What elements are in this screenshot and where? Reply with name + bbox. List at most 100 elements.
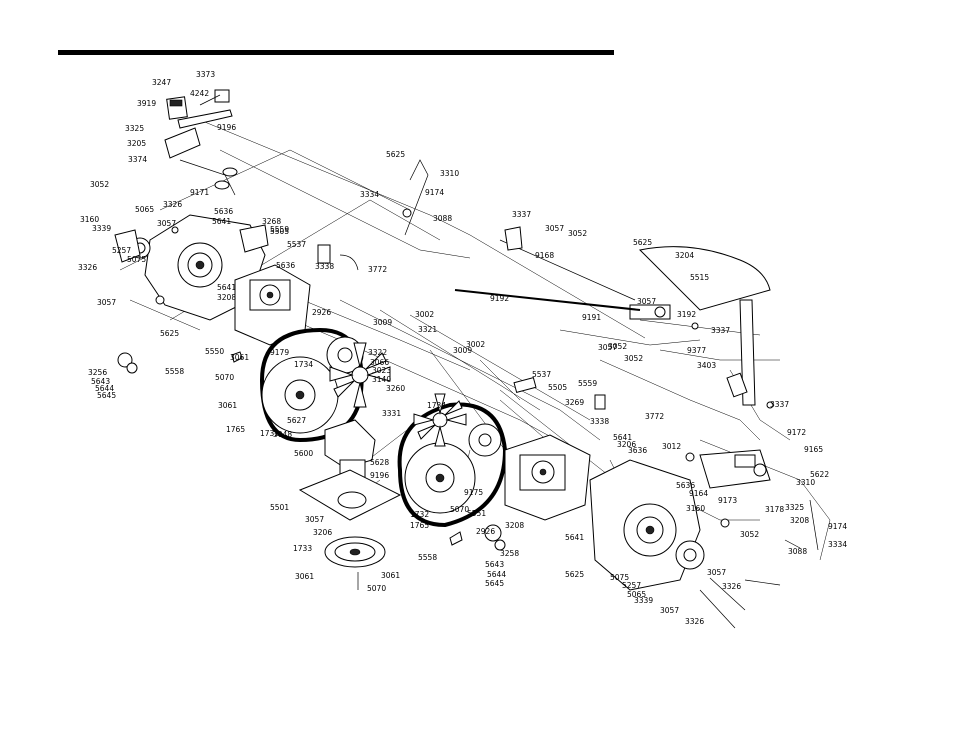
part-label: 5627 (287, 416, 306, 425)
part-label: 5625 (160, 329, 179, 338)
part-label: 3057 (157, 219, 176, 228)
part-label: 3160 (80, 215, 99, 224)
part-label: 3208 (217, 293, 236, 302)
part-label: 3023 (372, 366, 391, 375)
part-label: 3269 (565, 398, 584, 407)
part-label: 9196 (217, 123, 236, 132)
part-label: 2926 (312, 308, 331, 317)
part-label: 3321 (418, 325, 437, 334)
right-gearbox (589, 449, 771, 591)
part-label: 5558 (165, 367, 184, 376)
pedestal-gearbox (298, 419, 402, 590)
part-label: 5622 (810, 470, 829, 479)
part-label: 3334 (828, 540, 847, 549)
part-label: 5636 (676, 481, 695, 490)
part-label: 3057 (305, 515, 324, 524)
right-transmission (504, 376, 606, 521)
part-label: 3310 (796, 478, 815, 487)
part-label: 3310 (440, 169, 459, 178)
part-label: 5641 (217, 283, 236, 292)
part-label: 3057 (598, 343, 617, 352)
part-label: 9174 (828, 522, 847, 531)
part-label: 3052 (90, 180, 109, 189)
part-label: 3208 (505, 521, 524, 530)
part-label: 5537 (287, 240, 306, 249)
part-label: 3334 (360, 190, 379, 199)
part-label: 3772 (645, 412, 664, 421)
part-label: 3338 (315, 262, 334, 271)
part-label: 3002 (415, 310, 434, 319)
part-label: 3178 (765, 505, 784, 514)
part-label: 5558 (418, 553, 437, 562)
part-label: 1732 (260, 429, 279, 438)
part-label: 9174 (425, 188, 444, 197)
part-label: 5645 (97, 391, 116, 400)
part-label: 3205 (127, 139, 146, 148)
part-label: 5625 (386, 150, 405, 159)
part-label: 9168 (535, 251, 554, 260)
part-label: 5644 (487, 570, 506, 579)
part-label: 3247 (152, 78, 171, 87)
part-label: 3326 (722, 582, 741, 591)
part-label: 5505 (270, 227, 289, 236)
chute-control (402, 159, 771, 406)
part-label: 3088 (433, 214, 452, 223)
part-label: 3322 (368, 348, 387, 357)
part-label: 3337 (512, 210, 531, 219)
part-label: 3919 (137, 99, 156, 108)
part-label: 9165 (804, 445, 823, 454)
part-label: 3339 (634, 596, 653, 605)
part-label: 3373 (196, 70, 215, 79)
part-label: 3772 (368, 265, 387, 274)
part-label: 3331 (382, 409, 401, 418)
part-label: 5625 (633, 238, 652, 247)
part-label: 3337 (770, 400, 789, 409)
part-label: 3061 (381, 571, 400, 580)
part-label: 3338 (590, 417, 609, 426)
part-label: 5645 (485, 579, 504, 588)
part-label: 3337 (711, 326, 730, 335)
part-label: 5643 (485, 560, 504, 569)
part-label: 5644 (95, 384, 114, 393)
part-label: 3061 (218, 401, 237, 410)
part-label: 3204 (675, 251, 694, 260)
part-label: 3206 (313, 528, 332, 537)
part-label: 3057 (707, 568, 726, 577)
part-label: 9164 (689, 489, 708, 498)
part-label: 3403 (697, 361, 716, 370)
part-label: 3374 (128, 155, 147, 164)
part-label: 3012 (662, 442, 681, 451)
part-label: 5600 (294, 449, 313, 458)
part-label: 3052 (624, 354, 643, 363)
part-label: 3088 (788, 547, 807, 556)
part-label: 1765 (410, 521, 429, 530)
part-label: 5537 (532, 370, 551, 379)
part-label: 5065 (627, 590, 646, 599)
part-label: 3325 (125, 124, 144, 133)
part-label: 5628 (370, 458, 389, 467)
small-hardware (117, 322, 819, 629)
part-label: 3206 (617, 440, 636, 449)
part-label: 3009 (453, 346, 472, 355)
part-label: 5505 (548, 383, 567, 392)
part-label: 3057 (637, 297, 656, 306)
part-label: 4242 (190, 89, 209, 98)
header-rule (58, 50, 614, 55)
part-label: 5075 (610, 573, 629, 582)
part-label: 5551 (467, 509, 486, 518)
part-label: 1765 (226, 425, 245, 434)
part-label: 1732 (410, 510, 429, 519)
part-label: 9191 (582, 313, 601, 322)
part-label: 2926 (476, 527, 495, 536)
part-label: 3258 (500, 549, 519, 558)
part-label: 9175 (464, 488, 483, 497)
part-label: 3326 (685, 617, 704, 626)
part-label: 3260 (386, 384, 405, 393)
part-label: 5515 (690, 273, 709, 282)
part-label: 3140 (372, 375, 391, 384)
part-label: 5550 (205, 347, 224, 356)
part-label: 5643 (91, 377, 110, 386)
part-label: 9172 (787, 428, 806, 437)
